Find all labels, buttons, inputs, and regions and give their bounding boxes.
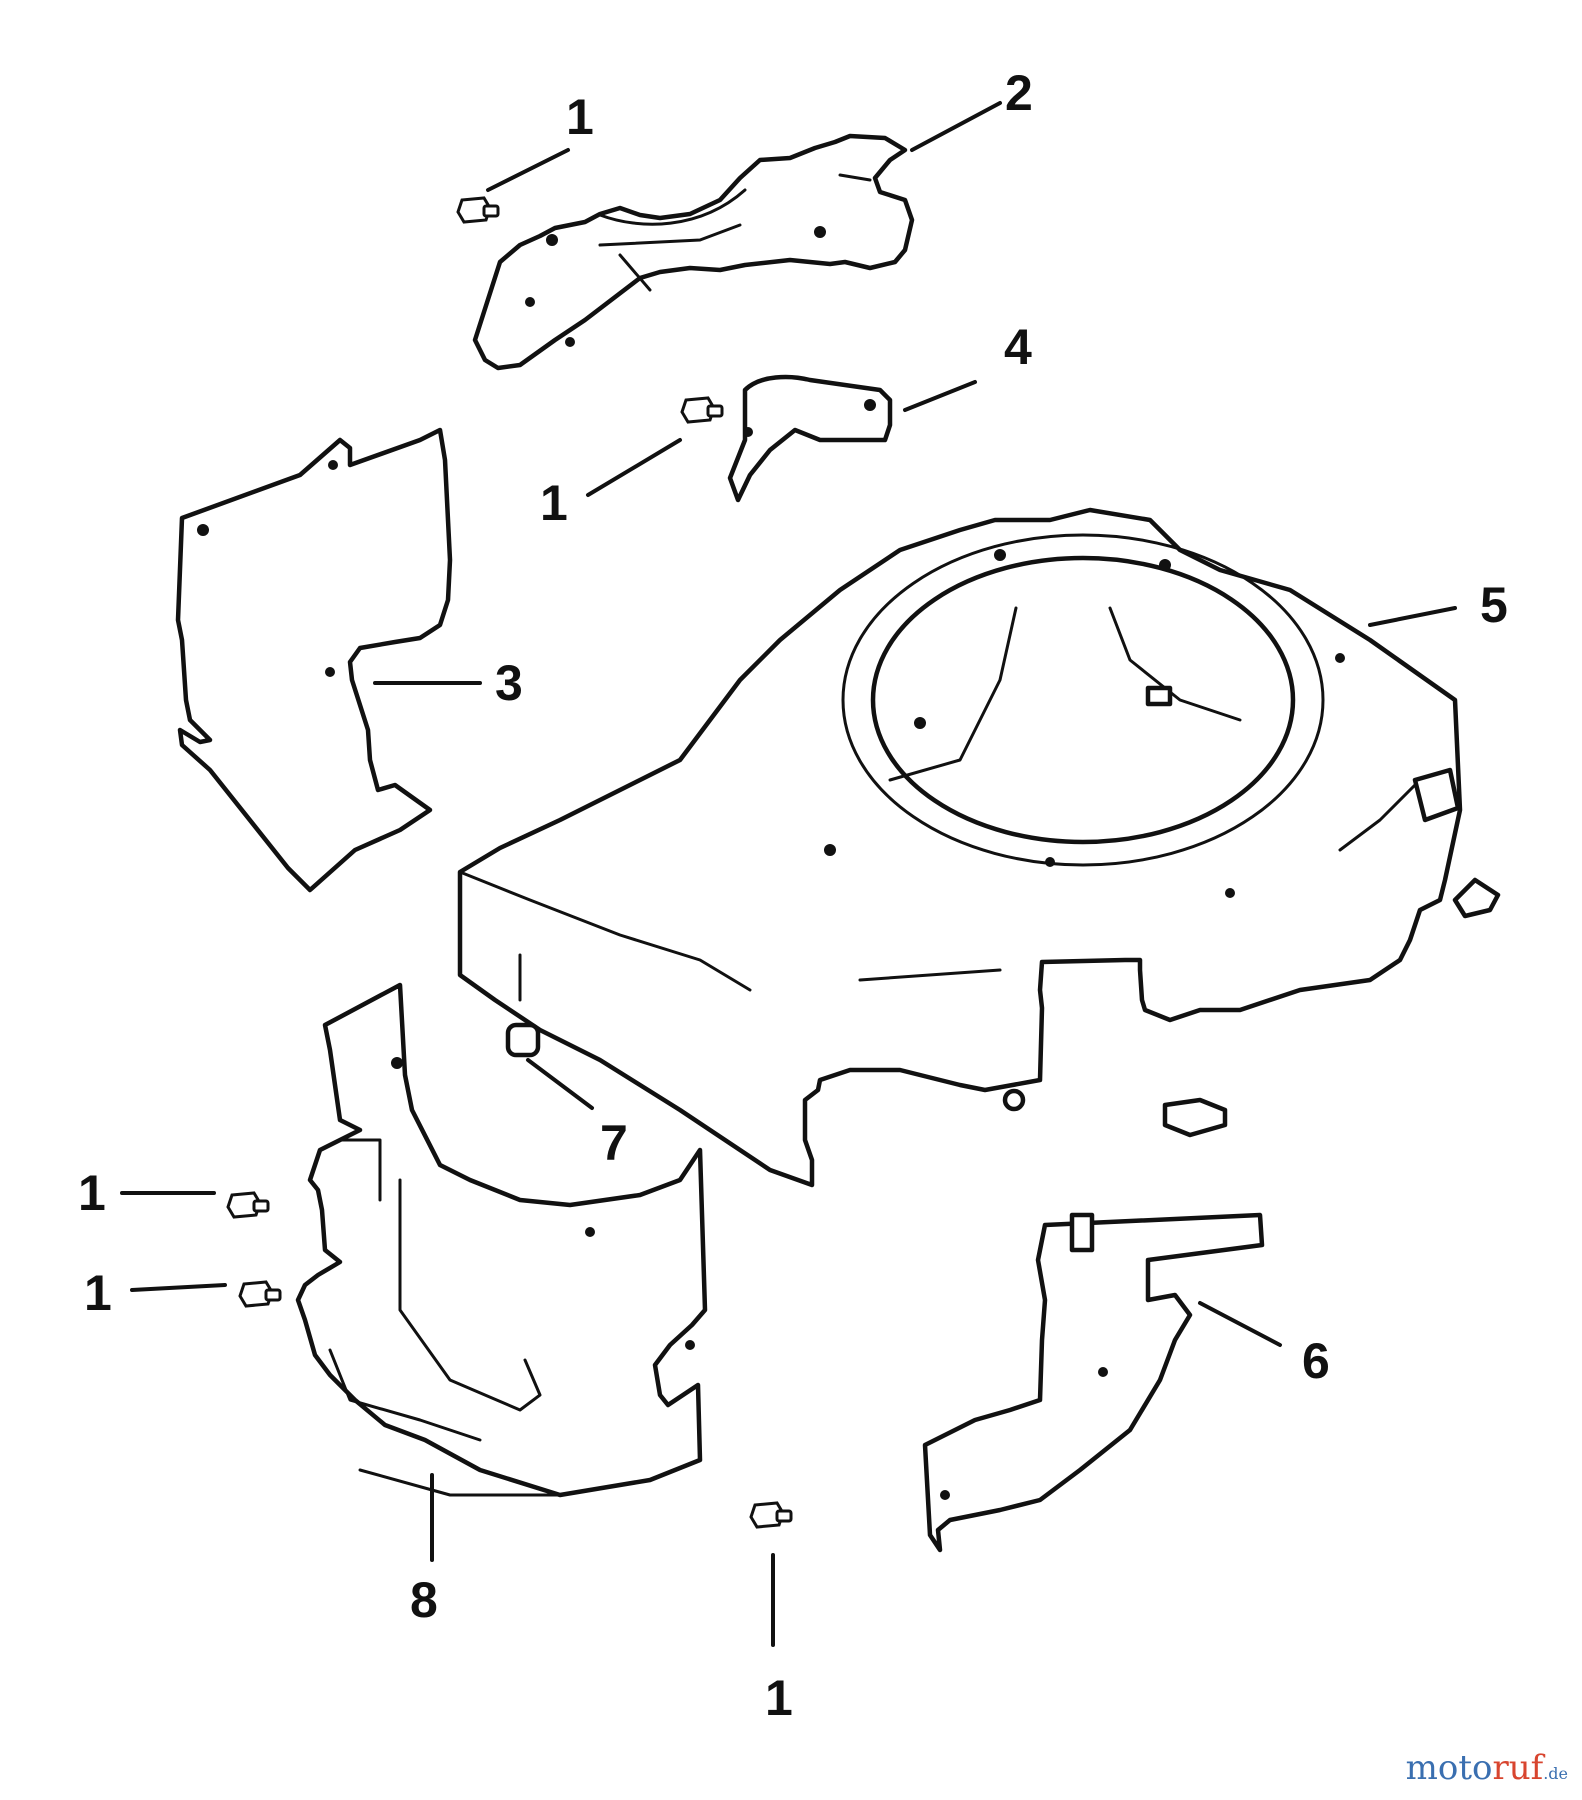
part-6-right-bracket <box>922 1212 1265 1553</box>
callout-5: 5 <box>1480 577 1508 633</box>
part-8-lower-shroud <box>295 982 708 1498</box>
callout-8: 8 <box>410 1572 438 1628</box>
part-2-upper-bracket <box>472 133 915 371</box>
watermark-part2: ruf <box>1492 1748 1544 1788</box>
callout-7: 7 <box>600 1115 628 1171</box>
callout-1-left-upper: 1 <box>78 1165 106 1221</box>
bolt-icon <box>749 1501 793 1529</box>
part-5-blower-housing <box>457 507 1501 1188</box>
callout-3: 3 <box>495 655 523 711</box>
callout-6: 6 <box>1302 1333 1330 1389</box>
callout-1-bracket: 1 <box>540 475 568 531</box>
part-4-small-bracket <box>727 374 893 503</box>
bolt-icon <box>680 396 724 424</box>
watermark-logo: motoruf.de <box>1406 1748 1568 1788</box>
callout-2: 2 <box>1005 65 1033 121</box>
bolt-icon <box>456 196 500 224</box>
leader-lines <box>120 101 1457 1647</box>
callout-1-top: 1 <box>566 89 594 145</box>
callout-1-left-lower: 1 <box>84 1265 112 1321</box>
bolt-icon <box>238 1280 282 1308</box>
part-7-nut <box>505 1022 541 1058</box>
callout-4: 4 <box>1004 319 1032 375</box>
bolt-icon <box>226 1191 270 1219</box>
callout-1-bottom: 1 <box>765 1670 793 1726</box>
watermark-part1: moto <box>1405 1748 1493 1788</box>
watermark-part3: .de <box>1543 1764 1568 1783</box>
part-3-side-panel <box>175 427 453 893</box>
